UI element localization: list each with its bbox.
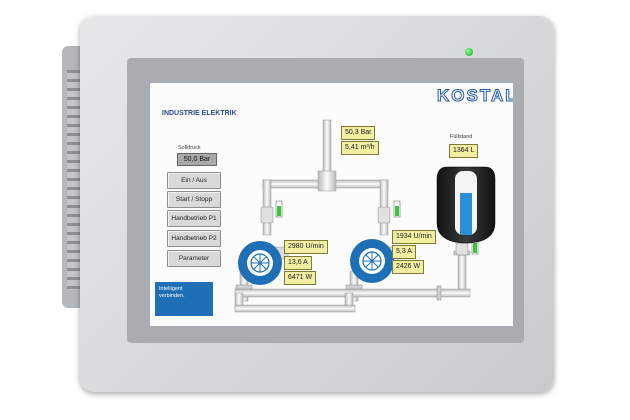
pump1-current-value: 13,6 A — [284, 256, 312, 270]
manual-p1-button[interactable]: Handbetrieb P1 — [167, 210, 221, 227]
status-led-icon — [465, 48, 473, 56]
tank-icon[interactable] — [436, 166, 496, 244]
process-diagram — [234, 119, 496, 313]
line-flow-value: 5,41 m³/h — [341, 141, 379, 155]
device-vent — [67, 70, 81, 290]
tank-level-label: Füllstand — [450, 134, 473, 140]
brand-logo: KOSTAL — [437, 86, 513, 106]
pump2-power-value: 2426 W — [392, 260, 425, 274]
tank-level-bar — [460, 193, 472, 235]
setpoint-value-field[interactable]: 50,0 Bar — [177, 153, 217, 166]
manual-p2-button[interactable]: Handbetrieb P2 — [167, 230, 221, 247]
on-off-button[interactable]: Ein / Aus — [167, 172, 221, 189]
pipe-network — [234, 119, 471, 313]
tank-level-value: 1364 L — [449, 144, 479, 158]
parameter-button[interactable]: Parameter — [167, 250, 221, 267]
pump1-speed-value: 2980 U/min — [284, 240, 328, 254]
slogan-text: Intelligent verbinden. — [159, 286, 185, 299]
valve-icon[interactable] — [377, 200, 401, 224]
setpoint-label: Solldruck — [178, 145, 201, 151]
slogan-panel: Intelligent verbinden. — [155, 282, 213, 316]
line-pressure-value: 50,3 Bar — [341, 126, 376, 140]
pump1-power-value: 6471 W — [284, 271, 317, 285]
hmi-screen: KOSTAL INDUSTRIE ELEKTRIK Solldruck 50,0… — [150, 83, 513, 326]
pump-icon[interactable] — [238, 241, 289, 285]
pump2-speed-value: 1934 U/min — [392, 230, 436, 244]
pump2-current-value: 5,3 A — [392, 245, 416, 259]
valve-icon[interactable] — [260, 200, 283, 224]
app-title: INDUSTRIE ELEKTRIK — [162, 110, 237, 117]
start-stop-button[interactable]: Start / Stopp — [167, 191, 221, 208]
